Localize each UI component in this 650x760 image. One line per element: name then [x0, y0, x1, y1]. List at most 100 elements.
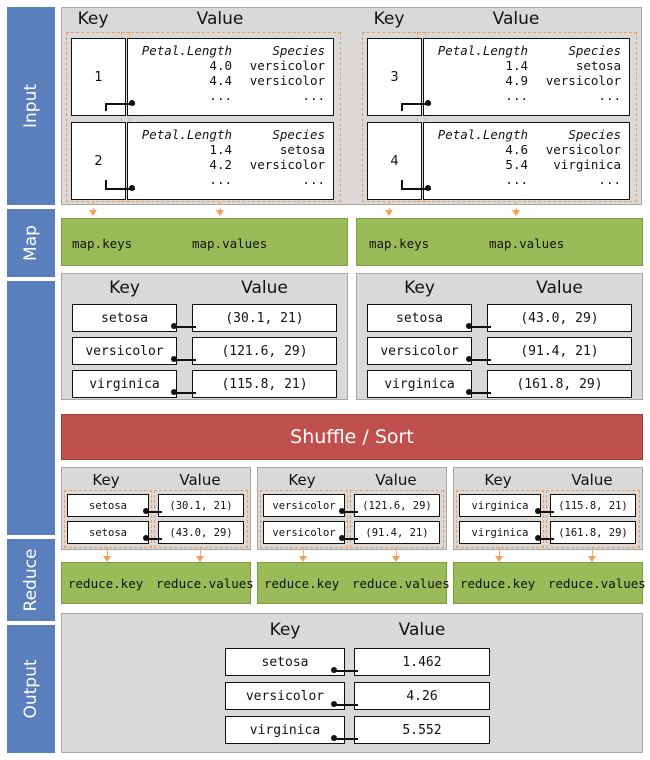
- map-value-box: (121.6, 29): [192, 337, 337, 365]
- connector: [469, 326, 491, 328]
- connector-dot: [331, 735, 337, 741]
- connector: [105, 103, 107, 111]
- stage-map: Map: [7, 209, 55, 277]
- col-species: Species: [568, 43, 621, 58]
- connector: [334, 670, 358, 672]
- input-right-key-header: Key: [373, 9, 405, 29]
- cell: ...: [209, 172, 232, 187]
- map-bar-right: map.keys map.values: [356, 218, 643, 266]
- connector: [334, 704, 358, 706]
- value-header: Value: [375, 471, 417, 489]
- cell: setosa: [279, 142, 325, 157]
- input-left-value-header: Value: [196, 9, 244, 29]
- col-species: Species: [272, 127, 325, 142]
- cell: virginica: [553, 157, 621, 172]
- connector: [146, 538, 162, 540]
- group-key-box: virginica: [459, 494, 541, 517]
- value-header: Value: [536, 278, 583, 298]
- connector-dot: [466, 389, 472, 395]
- key-header: Key: [484, 471, 512, 489]
- cell: 4.2: [209, 157, 232, 172]
- group-key-frame: [456, 490, 544, 548]
- reduce-bar-setosa: reduce.key reduce.values: [61, 562, 254, 604]
- map-key-box: setosa: [367, 304, 472, 332]
- connector-dot: [331, 667, 337, 673]
- group-panel-virginica: Key Value virginica (115.8, 21) virginic…: [453, 467, 643, 550]
- group-value-box: (91.4, 21): [354, 521, 440, 544]
- cell: 5.4: [505, 157, 528, 172]
- reduce-key-label: reduce.key: [460, 576, 536, 591]
- connector-dot: [171, 356, 177, 362]
- group-key-box: setosa: [67, 494, 149, 517]
- connector: [105, 188, 135, 190]
- group-key-box: versicolor: [263, 494, 345, 517]
- cell: versicolor: [545, 142, 621, 157]
- flow-arrow: [396, 547, 397, 557]
- input-key-box: 3: [367, 38, 422, 116]
- map-value-box: (91.4, 21): [487, 337, 632, 365]
- key-header: Key: [288, 471, 316, 489]
- flow-arrow-head: [196, 556, 204, 562]
- connector-dot: [143, 508, 149, 514]
- input-key-box: 2: [71, 122, 126, 200]
- map-values-label: map.values: [192, 236, 268, 251]
- map-value-box: (43.0, 29): [487, 304, 632, 332]
- connector-dot: [466, 356, 472, 362]
- connector-dot: [129, 185, 135, 191]
- group-value-box: (43.0, 29): [158, 521, 244, 544]
- connector: [105, 103, 135, 105]
- cell: ...: [598, 172, 621, 187]
- map-key-box: versicolor: [367, 337, 472, 365]
- flow-arrow-head: [392, 556, 400, 562]
- col-petal-length: Petal.Length: [141, 43, 232, 58]
- group-panel-versicolor: Key Value versicolor (121.6, 29) versico…: [257, 467, 447, 550]
- key-header: Key: [404, 278, 435, 298]
- group-key-box: virginica: [459, 521, 541, 544]
- input-key-box: 4: [367, 122, 422, 200]
- connector-dot: [425, 185, 431, 191]
- output-value-box: 5.552: [354, 716, 490, 744]
- map-keys-label: map.keys: [72, 236, 133, 251]
- cell: versicolor: [249, 58, 325, 73]
- key-header: Key: [269, 620, 301, 640]
- flow-arrow-head: [216, 210, 224, 216]
- connector-dot: [535, 508, 541, 514]
- reduce-values-label: reduce.values: [156, 576, 254, 591]
- connector: [146, 511, 162, 513]
- input-left-key-frame: [66, 32, 130, 202]
- col-petal-length: Petal.Length: [437, 127, 528, 142]
- cell: ...: [598, 88, 621, 103]
- group-value-box: (30.1, 21): [158, 494, 244, 517]
- connector: [342, 511, 358, 513]
- map-value-box: (161.8, 29): [487, 370, 632, 398]
- shuffle-sort-bar: Shuffle / Sort: [61, 414, 643, 460]
- cell: setosa: [575, 58, 621, 73]
- connector-dot: [339, 508, 345, 514]
- value-header: Value: [571, 471, 613, 489]
- flow-arrow: [592, 547, 593, 557]
- flow-arrow-head: [495, 556, 503, 562]
- col-species: Species: [272, 43, 325, 58]
- value-header: Value: [398, 620, 446, 640]
- map-value-box: (115.8, 21): [192, 370, 337, 398]
- reduce-bar-versicolor: reduce.key reduce.values: [257, 562, 450, 604]
- stage-input-label: Input: [21, 83, 41, 129]
- input-right-key-frame: [362, 32, 426, 202]
- connector-dot: [535, 535, 541, 541]
- cell: 4.6: [505, 142, 528, 157]
- output-key-box: versicolor: [225, 682, 345, 710]
- reduce-bar-virginica: reduce.key reduce.values: [453, 562, 646, 604]
- flow-arrow: [389, 202, 390, 211]
- input-left-value-frame: [121, 32, 341, 202]
- cell: ...: [302, 88, 325, 103]
- flow-arrow: [93, 202, 94, 211]
- reduce-values-label: reduce.values: [548, 576, 646, 591]
- cell: 4.0: [209, 58, 232, 73]
- connector: [538, 511, 554, 513]
- cell: ...: [209, 88, 232, 103]
- connector-dot: [339, 535, 345, 541]
- group-key-frame: [64, 490, 152, 548]
- connector-dot: [143, 535, 149, 541]
